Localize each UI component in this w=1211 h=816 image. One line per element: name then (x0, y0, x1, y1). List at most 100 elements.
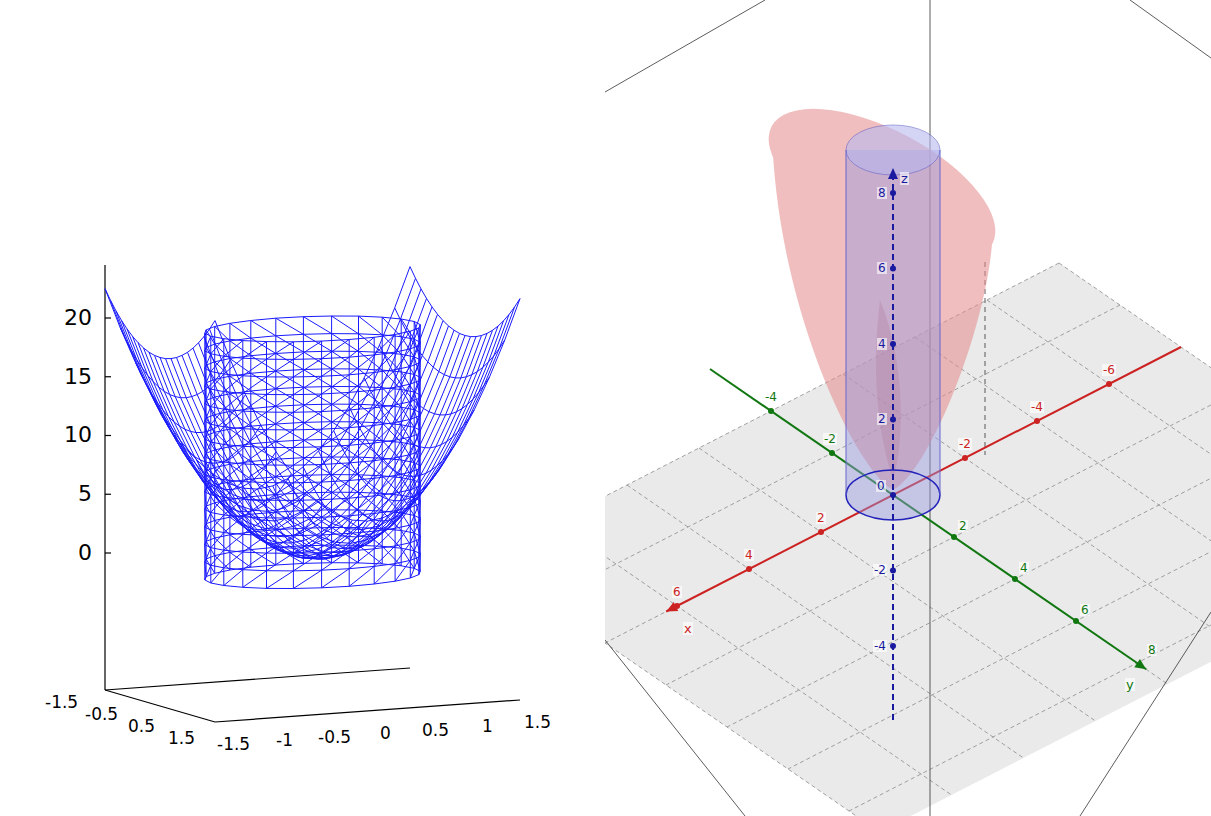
box-line (605, 0, 765, 92)
cylinder-ring (205, 563, 420, 589)
cylinder-diagonal (224, 482, 243, 498)
axis-tick-label: 10 (64, 424, 92, 446)
cylinder-diagonal (267, 465, 294, 482)
cylinder-diagonal (243, 571, 267, 588)
tick-point (962, 455, 968, 461)
axis-tick-label: -4 (1030, 401, 1044, 413)
cylinder-diagonal (401, 337, 414, 357)
cylinder-diagonal (251, 532, 276, 547)
cylinder-ring (205, 334, 420, 360)
cylinder-diagonal (251, 462, 276, 477)
axis-name: y (1125, 678, 1135, 691)
z-axis (104, 265, 105, 690)
cylinder-diagonal (211, 515, 224, 530)
cylinder-diagonal (267, 359, 294, 377)
surface-grid-line (395, 308, 505, 378)
cylinder-diagonal (322, 340, 350, 359)
cylinder-diagonal (224, 446, 243, 462)
axis-tick-label: 1 (482, 718, 493, 735)
cylinder-diagonal (303, 317, 331, 334)
cylinder-diagonal (251, 373, 276, 388)
cylinder-diagonal (211, 356, 224, 371)
axis-tick-label: -6 (1102, 364, 1116, 376)
axis-tick-label: -4 (873, 640, 887, 652)
axis-tick-label: 0 (876, 480, 886, 492)
cylinder-diagonal (251, 338, 276, 353)
tick-point (818, 529, 824, 535)
axis-tick-label: 6 (672, 586, 682, 598)
axis-tick-label: 8 (877, 187, 887, 199)
cylinder-diagonal (374, 564, 395, 584)
wireframe-surface (105, 267, 520, 589)
cylinder-diagonal (251, 479, 276, 494)
cylinder-diagonal (224, 358, 243, 374)
cylinder-diagonal (211, 427, 224, 442)
cylinder-diagonal (293, 500, 321, 518)
cylinder-diagonal (293, 553, 321, 571)
axis-tick-label: -2 (823, 433, 837, 445)
cylinder-edge (846, 150, 847, 495)
cylinder-diagonal (267, 483, 294, 500)
axis-tick-label: -1 (276, 732, 293, 749)
axis-arrowhead (888, 168, 898, 179)
cylinder-diagonal (224, 552, 243, 568)
cylinder-diagonal (322, 357, 350, 376)
cylinder-ring (205, 422, 420, 448)
cylinder-ring (205, 475, 420, 501)
base-edge (215, 700, 520, 722)
cylinder-diagonal (293, 535, 321, 553)
cylinder-diagonal (267, 395, 294, 412)
axis-name: x (683, 622, 693, 635)
axis-tick-label: 2 (816, 512, 826, 524)
tick-point (1034, 418, 1040, 424)
cylinder-diagonal (251, 550, 276, 565)
tick-mark (105, 552, 111, 553)
cylinder-ring (205, 404, 420, 430)
cylinder-diagonal (401, 460, 414, 480)
cylinder-top (846, 125, 940, 175)
cylinder-diagonal (211, 533, 224, 548)
cylinder-diagonal (401, 425, 414, 445)
cylinder-diagonal (267, 571, 294, 589)
cylinder-diagonal (293, 412, 321, 430)
cylinder-diagonal (401, 495, 414, 515)
grid-line (727, 431, 1211, 727)
cylinder-diagonal (224, 534, 243, 550)
surface-grid-line (182, 333, 487, 556)
cylinder-diagonal (322, 375, 350, 394)
cylinder-diagonal (251, 321, 276, 336)
axis-tick-label: -0.5 (85, 706, 118, 723)
cylinder-diagonal (251, 356, 276, 371)
cylinder-diagonal (251, 409, 276, 424)
cylinder-diagonal (251, 444, 276, 459)
cylinder-diagonal (293, 447, 321, 465)
cylinder-diagonal (211, 550, 224, 565)
cylinder-diagonal (303, 334, 331, 351)
cylinder-diagonal (224, 499, 243, 515)
cylinder-diagonal (322, 428, 350, 447)
cylinder-ring (205, 387, 420, 413)
cylinder-diagonal (401, 513, 414, 533)
cylinder-diagonal (267, 518, 294, 536)
tick-mark (105, 376, 111, 377)
tick-mark (105, 435, 111, 436)
axis-tick-label: -2 (958, 438, 972, 450)
cylinder-diagonal (293, 517, 321, 535)
cylinder-ring (205, 316, 420, 342)
cylinder-diagonal (349, 566, 374, 586)
cylinder-ring (205, 528, 420, 554)
axis-tick-label: -2 (873, 564, 887, 576)
tick-point (890, 492, 896, 498)
cylinder-diagonal (267, 342, 294, 359)
tick-mark (105, 494, 111, 495)
cylinder-diagonal (224, 464, 243, 480)
tick-point (674, 603, 680, 609)
z-axis (892, 172, 894, 720)
cylinder-diagonal (224, 517, 243, 533)
cylinder-diagonal (401, 478, 414, 498)
axis-points (674, 168, 1112, 720)
cylinder-ring (205, 492, 420, 518)
cylinder-diagonal (251, 514, 276, 529)
cylinder-diagonal (267, 536, 294, 553)
cylinder-diagonal (293, 465, 321, 483)
